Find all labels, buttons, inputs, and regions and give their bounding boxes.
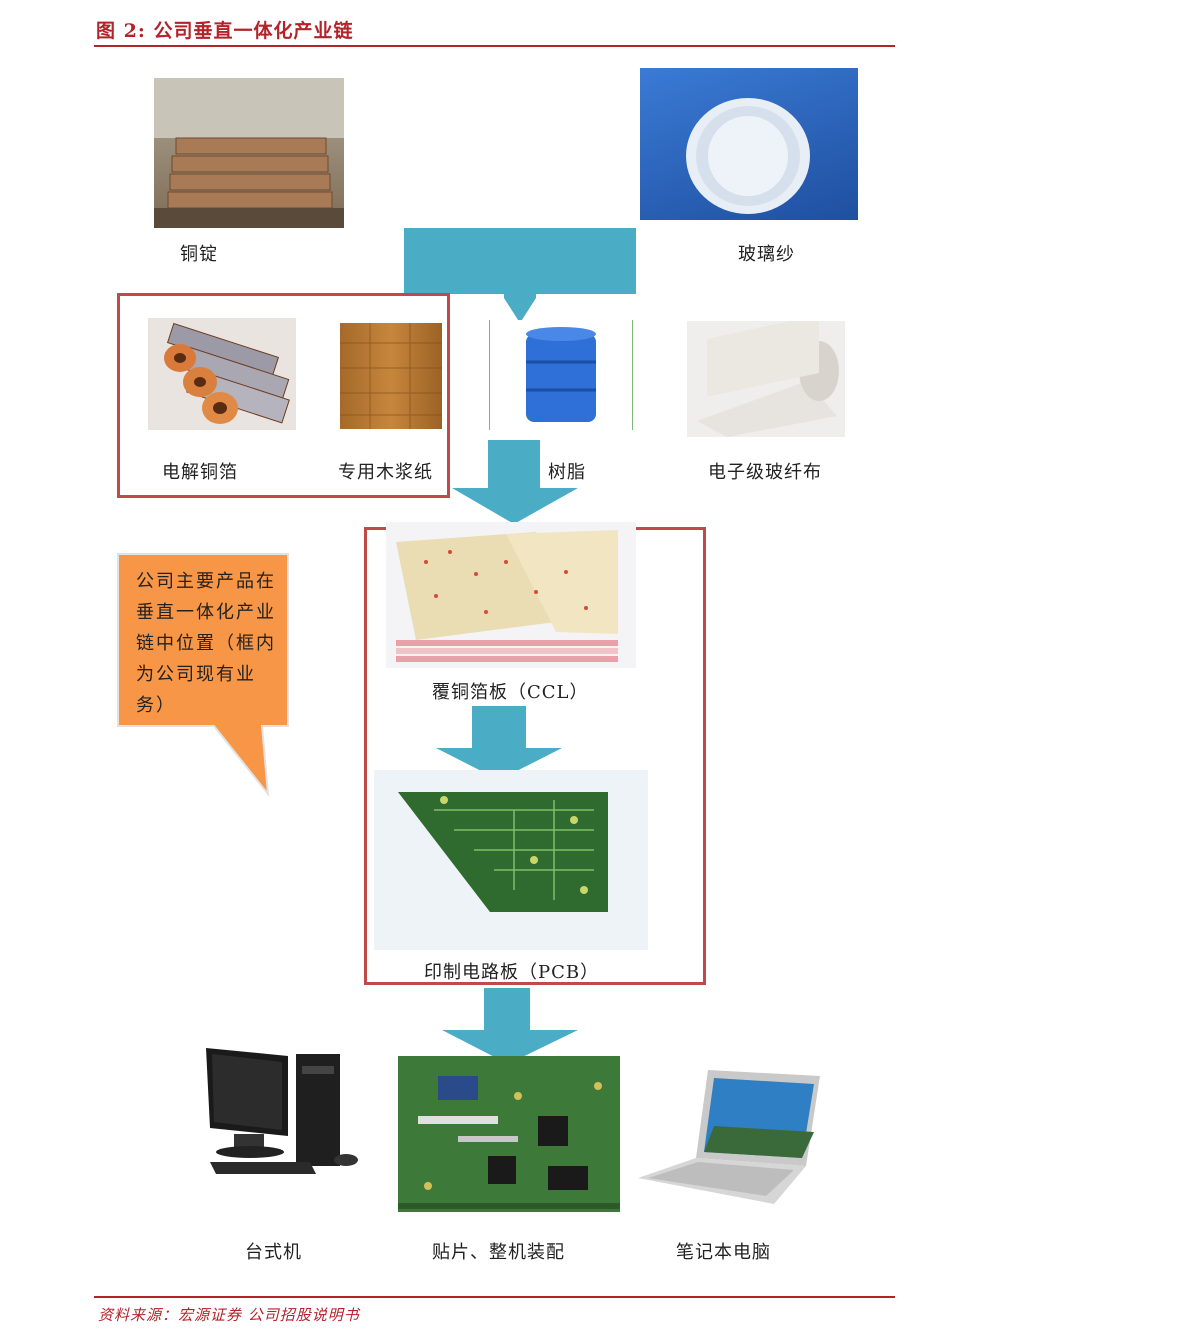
callout-text: 公司主要产品在垂直一体化产业链中位置（框内为公司现有业务） <box>136 571 276 716</box>
frame-company-materials <box>117 293 450 498</box>
label-glass-cloth: 电子级玻纤布 <box>708 462 822 483</box>
label-glass-yarn: 玻璃纱 <box>738 244 795 265</box>
copper-foil-image <box>148 318 296 430</box>
glass-cloth-image <box>687 321 845 437</box>
smt-board-image <box>398 1056 620 1212</box>
arrow-material-to-ccl <box>452 440 578 524</box>
resin-drum-image <box>489 320 633 430</box>
label-desktop: 台式机 <box>245 1242 302 1263</box>
arrow-raw-to-material <box>404 228 636 323</box>
label-copper-foil: 电解铜箔 <box>162 462 238 483</box>
source-note: 资料来源：宏源证券 公司招股说明书 <box>98 1306 360 1324</box>
laptop-image <box>634 1066 840 1210</box>
wood-pulp-paper-image <box>340 323 442 429</box>
glass-yarn-image <box>640 68 858 220</box>
label-ccl: 覆铜箔板（CCL） <box>432 682 589 703</box>
title-rule <box>94 45 895 47</box>
desktop-image <box>200 1044 366 1180</box>
label-pcb: 印制电路板（PCB） <box>424 962 600 983</box>
label-smt: 贴片、整机装配 <box>432 1242 565 1263</box>
pcb-image <box>374 770 648 950</box>
callout-bubble <box>117 553 289 798</box>
label-laptop: 笔记本电脑 <box>676 1242 771 1263</box>
arrow-ccl-to-pcb <box>436 706 562 780</box>
copper-ingot-image <box>154 78 344 228</box>
label-wood-pulp-paper: 专用木浆纸 <box>338 462 433 483</box>
source-rule <box>94 1296 895 1298</box>
figure-title: 图 2: 公司垂直一体化产业链 <box>96 20 354 42</box>
arrow-pcb-to-downstream <box>442 988 578 1064</box>
label-copper-ingot: 铜锭 <box>180 244 218 265</box>
label-resin: 树脂 <box>548 462 586 483</box>
ccl-image <box>386 522 636 668</box>
